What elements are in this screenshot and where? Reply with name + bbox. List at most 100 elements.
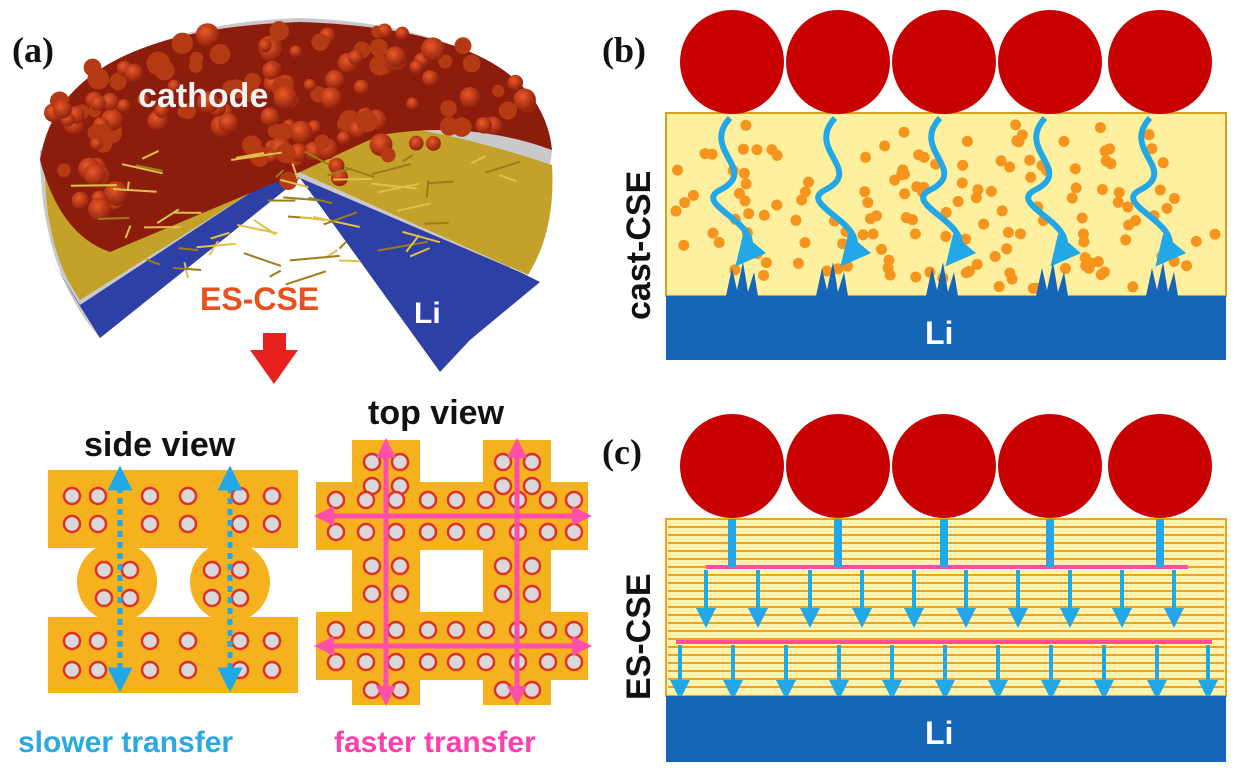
ion-path-arrows [710,115,1187,267]
fiber-cross-section [88,486,108,506]
filler-particle [1010,119,1022,131]
filler-particle [1143,129,1155,141]
filler-particle [909,228,921,240]
fiber-strand [371,182,417,190]
fiber-cross-section [493,680,513,700]
filler-particle [771,199,783,211]
ion-arrow [710,115,767,267]
filler-particle [993,281,1005,293]
fiber-cross-section [538,522,558,542]
cathode-particle [209,43,231,65]
filler-particle [1122,201,1134,213]
cathode-particle [104,181,128,205]
cathode-particle [226,79,246,99]
filler-particle [860,151,872,163]
fiber-strand [371,163,411,176]
filler-particle [790,214,802,226]
fiber-cross-section [94,588,114,608]
cathode-particle [440,100,457,117]
li-label-a: Li [414,297,441,330]
filler-particle [1113,187,1125,199]
cathode-particle [454,37,472,55]
li-label-c: Li [925,715,953,751]
cathode-particle [498,101,518,120]
cathode-particle [786,10,890,114]
cathode-particle [377,23,392,38]
fiber-cross-section [178,514,198,534]
filler-particle [792,257,804,269]
fiber-cross-section [202,560,222,580]
fiber-cross-section [390,680,410,700]
filler-particle [740,178,752,190]
cathode-particle [438,54,453,69]
cathode-particle [395,26,410,41]
filler-particle [679,197,691,209]
filler-particle [1076,212,1088,224]
fiber-strand [289,254,340,262]
fiber-cross-section [390,584,410,604]
filler-particle [1161,202,1173,214]
fiber-cross-section [522,452,542,472]
fiber-cross-section [362,680,382,700]
dendrite [1146,262,1178,296]
cathode-particle [406,97,419,110]
cathode-particle [116,99,131,113]
cathode-particle [462,54,481,73]
side-view-title: side view [84,426,236,464]
fiber-strand [499,174,517,183]
cathode-particle [83,163,106,186]
es-cse-label-a: ES-CSE [200,281,319,317]
filler-particle [1127,281,1139,293]
filler-particle [670,205,682,217]
filler-particle [940,230,952,242]
filler-particle [687,189,699,201]
fiber-strand [338,241,347,250]
fiber-strand [344,166,375,178]
filler-particle [799,186,811,198]
fiber-cross-section [386,652,406,672]
cathode-particle [1108,414,1212,518]
fiber-strand [141,150,160,160]
fiber-cross-section [522,584,542,604]
filler-particle [1069,163,1081,175]
fiber-cross-section [418,490,438,510]
fiber-cross-section [564,522,584,542]
fiber-cross-section [356,522,376,542]
top-view-title: top view [368,394,505,432]
cathode-particle [311,33,329,51]
cathode-particle [355,110,378,133]
fiber-strand [409,247,431,258]
fiber-cross-section [230,660,250,680]
cathode-particle [136,93,150,107]
filler-particle [1112,196,1124,208]
fiber-cross-section [356,652,376,672]
filler-particle [996,205,1008,217]
fiber-cross-section [446,490,466,510]
filler-particle [1096,183,1108,195]
cathode-particle [325,70,345,90]
fiber-cross-section [446,522,466,542]
fiber-strand [98,217,130,220]
cathode-particle [109,72,127,91]
cathode-particle [171,32,194,55]
cathode-particle [998,414,1102,518]
cathode-particle [336,131,351,145]
filler-particle [899,188,911,200]
filler-particle [1120,234,1132,246]
filler-particle [751,144,763,156]
fiber-cross-section [62,514,82,534]
faster-transfer-caption: faster transfer [334,726,536,759]
filler-particle [1092,256,1104,268]
filler-particle [1094,122,1106,134]
filler-particle [876,243,887,255]
fiber-cross-section [476,522,496,542]
cathode-particle [189,59,203,73]
fiber-strand [183,262,190,279]
cathode-particle [87,124,105,142]
fiber-cross-section [178,486,198,506]
filler-particle [1105,158,1117,170]
filler-particle [1004,161,1016,173]
ion-arrow [1130,115,1187,267]
fiber-strand [235,152,265,159]
filler-particle [1066,192,1078,204]
